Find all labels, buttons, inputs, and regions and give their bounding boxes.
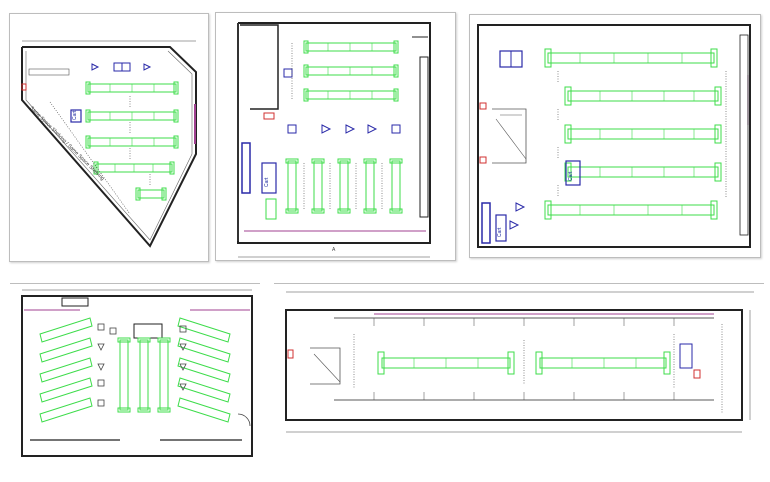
cart-lower-label: Cart: [497, 227, 503, 237]
floor-plan-4-drawing: [21, 289, 253, 457]
floor-plan-3-drawing: [477, 24, 751, 248]
floor-plan-2-drawing: [237, 22, 431, 258]
floor-plan-1: Cart Same Space Shelving / Same Space Sh…: [9, 13, 209, 262]
floor-plan-5-drawing: [285, 291, 754, 433]
cart-label: Cart: [264, 177, 270, 187]
floor-plan-2: Cart A: [215, 12, 456, 261]
floor-plan-4: [10, 283, 260, 468]
cart-label: Cart: [568, 171, 574, 181]
floor-plan-5: [274, 283, 764, 470]
cart-label: Cart: [72, 110, 78, 120]
dimension-label: A: [332, 247, 336, 253]
floor-plan-1-drawing: [21, 40, 197, 248]
floor-plan-3: Cart Cart: [469, 14, 761, 258]
